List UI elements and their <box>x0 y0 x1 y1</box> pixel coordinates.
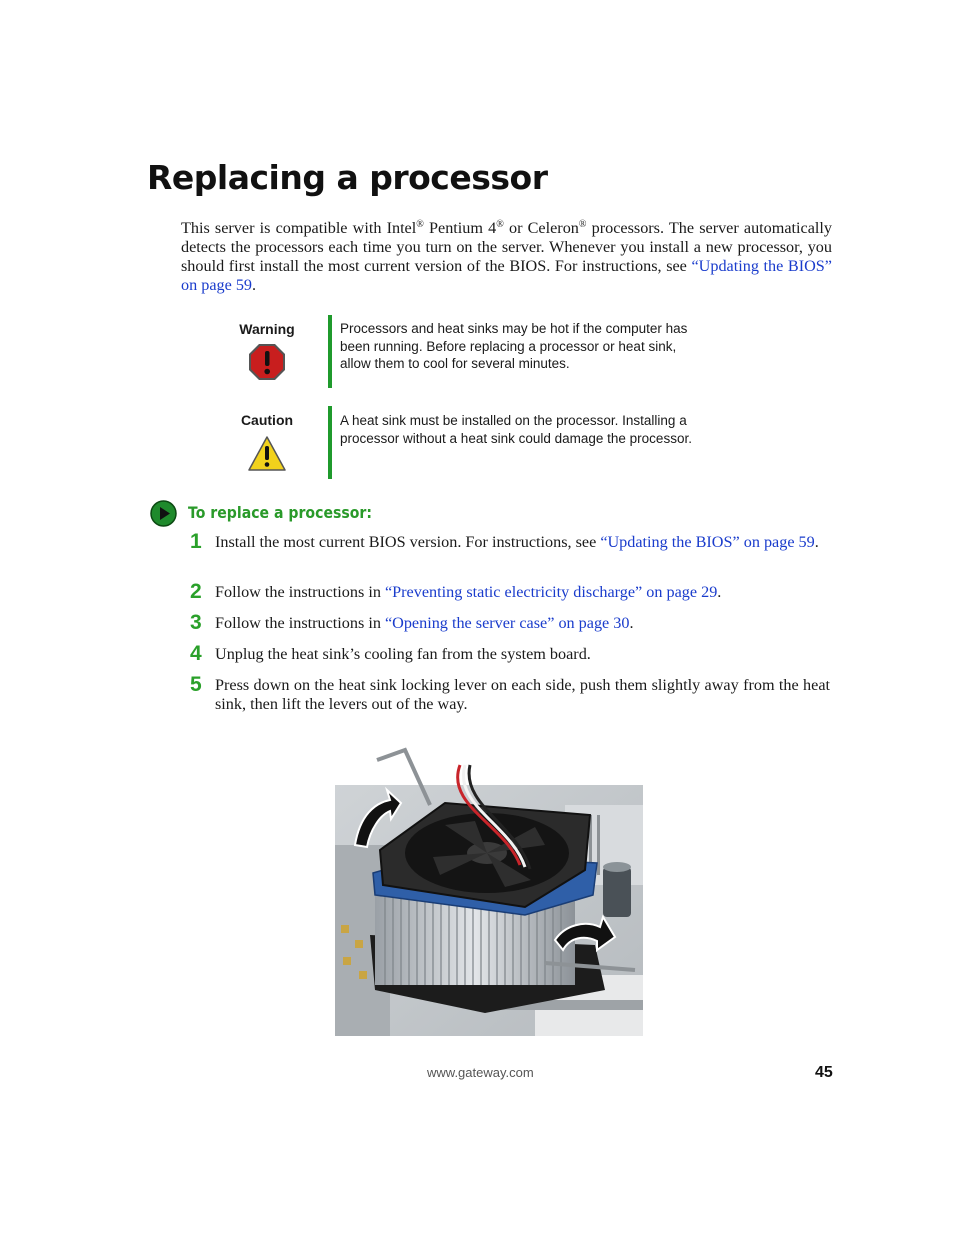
step-4-text: Unplug the heat sink’s cooling fan from … <box>215 645 830 664</box>
registered-mark: ® <box>416 219 424 230</box>
step-text: . <box>717 583 722 601</box>
step-text: . <box>814 533 819 551</box>
link-updating-bios-step[interactable]: “Updating the BIOS” on page 59 <box>600 533 815 551</box>
intro-text: This server is compatible with Intel <box>181 219 417 237</box>
step-text: Press down on the heat sink locking leve… <box>215 676 830 713</box>
link-updating-bios[interactable]: “Updating the BIOS” on page 59 <box>181 257 832 294</box>
step-number: 2 <box>190 580 202 603</box>
step-number: 1 <box>190 530 202 553</box>
stop-warning-icon <box>249 344 285 380</box>
step-2-text: Follow the instructions in “Preventing s… <box>215 583 830 602</box>
warning-bar <box>328 315 332 388</box>
caution-text: A heat sink must be installed on the pro… <box>340 413 692 446</box>
caution-label: Caution <box>240 412 294 428</box>
step-number: 5 <box>190 673 202 696</box>
intro-text: processors. The server automatically det… <box>181 219 833 275</box>
page-title: Replacing a processor <box>147 158 548 197</box>
intro-text: or Celeron <box>503 219 579 237</box>
warning-label: Warning <box>239 321 295 337</box>
step-3-text: Follow the instructions in “Opening the … <box>215 614 830 633</box>
registered-mark: ® <box>578 219 587 230</box>
footer-url[interactable]: www.gateway.com <box>427 1065 534 1080</box>
step-text: Install the most current BIOS version. F… <box>215 533 601 551</box>
step-text: Follow the instructions in <box>215 614 385 632</box>
link-static-discharge[interactable]: “Preventing static electricity discharge… <box>384 583 718 601</box>
step-number: 4 <box>190 642 202 665</box>
procedure-arrow-icon <box>150 500 177 527</box>
intro-text: Pentium 4 <box>423 219 497 237</box>
caution-bar <box>328 406 332 479</box>
intro-paragraph: This server is compatible with Intel® Pe… <box>181 219 832 295</box>
step-text: . <box>629 614 634 632</box>
step-1-text: Install the most current BIOS version. F… <box>215 533 830 552</box>
caution-triangle-icon <box>248 436 286 471</box>
page-number: 45 <box>815 1064 833 1081</box>
warning-text: Processors and heat sinks may be hot if … <box>340 321 688 371</box>
intro-text: . <box>252 276 257 294</box>
step-number: 3 <box>190 611 202 634</box>
heatsink-fan-illustration <box>335 747 643 1036</box>
step-text: Unplug the heat sink’s cooling fan from … <box>215 645 591 663</box>
registered-mark: ® <box>496 219 504 230</box>
link-opening-case[interactable]: “Opening the server case” on page 30 <box>384 614 630 632</box>
procedure-heading: To replace a processor: <box>188 503 373 522</box>
step-5-text: Press down on the heat sink locking leve… <box>215 676 830 714</box>
step-text: Follow the instructions in <box>215 583 385 601</box>
